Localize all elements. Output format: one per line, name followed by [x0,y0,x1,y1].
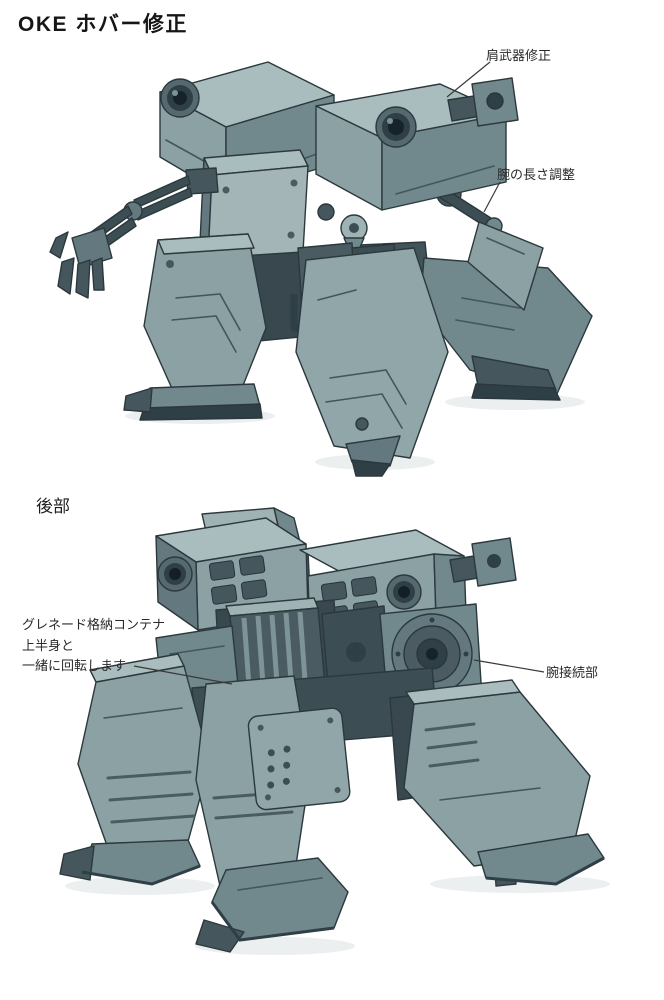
front-center-leg [295,247,449,477]
sensor-lens-icon [375,106,417,148]
page-title: OKE ホバー修正 [18,13,188,36]
rear-left-weapon-pod [155,517,309,631]
vent-grid [208,555,268,605]
rear-right-leg [403,679,605,887]
gun-barrel [449,537,517,587]
container-ribs [241,611,309,701]
leader-line-arm-length [483,181,501,213]
rear-far-left-leg [59,653,211,886]
gun-barrel [447,77,519,127]
front-leader-lines [446,61,501,213]
claw-hand [49,231,105,299]
front-view-illustration [49,61,593,477]
annotation-grenade-line2: 上半身と [22,637,75,653]
rear-view-label: 後部 [36,497,70,516]
dotted-armor-plate [247,707,351,811]
leader-line-grenade-container [133,665,233,685]
annotation-grenade-container: グレネード格納コンテナ 上半身と 一緒に回転します [22,615,165,677]
sensor-lens-icon [160,78,200,118]
leader-line-arm-connector [473,659,545,673]
leader-line-shoulder-weapon [446,61,491,98]
annotation-grenade-line3: 一緒に回転します [22,658,127,674]
annotation-grenade-line1: グレネード格納コンテナ [22,617,166,632]
annotation-arm-connector: 腕接続部 [546,665,599,680]
front-left-arm [49,167,219,299]
rear-center-left-leg [195,675,351,953]
sensor-lens-icon [386,574,422,610]
annotation-arm-length: 腕の長さ調整 [497,167,576,182]
annotation-shoulder-weapon: 肩武器修正 [486,48,552,63]
rear-view-illustration [59,507,610,955]
front-right-weapon-pod [315,77,519,211]
rear-leader-lines [133,659,545,685]
sensor-lens-icon [157,556,193,592]
front-left-leg [123,233,267,421]
